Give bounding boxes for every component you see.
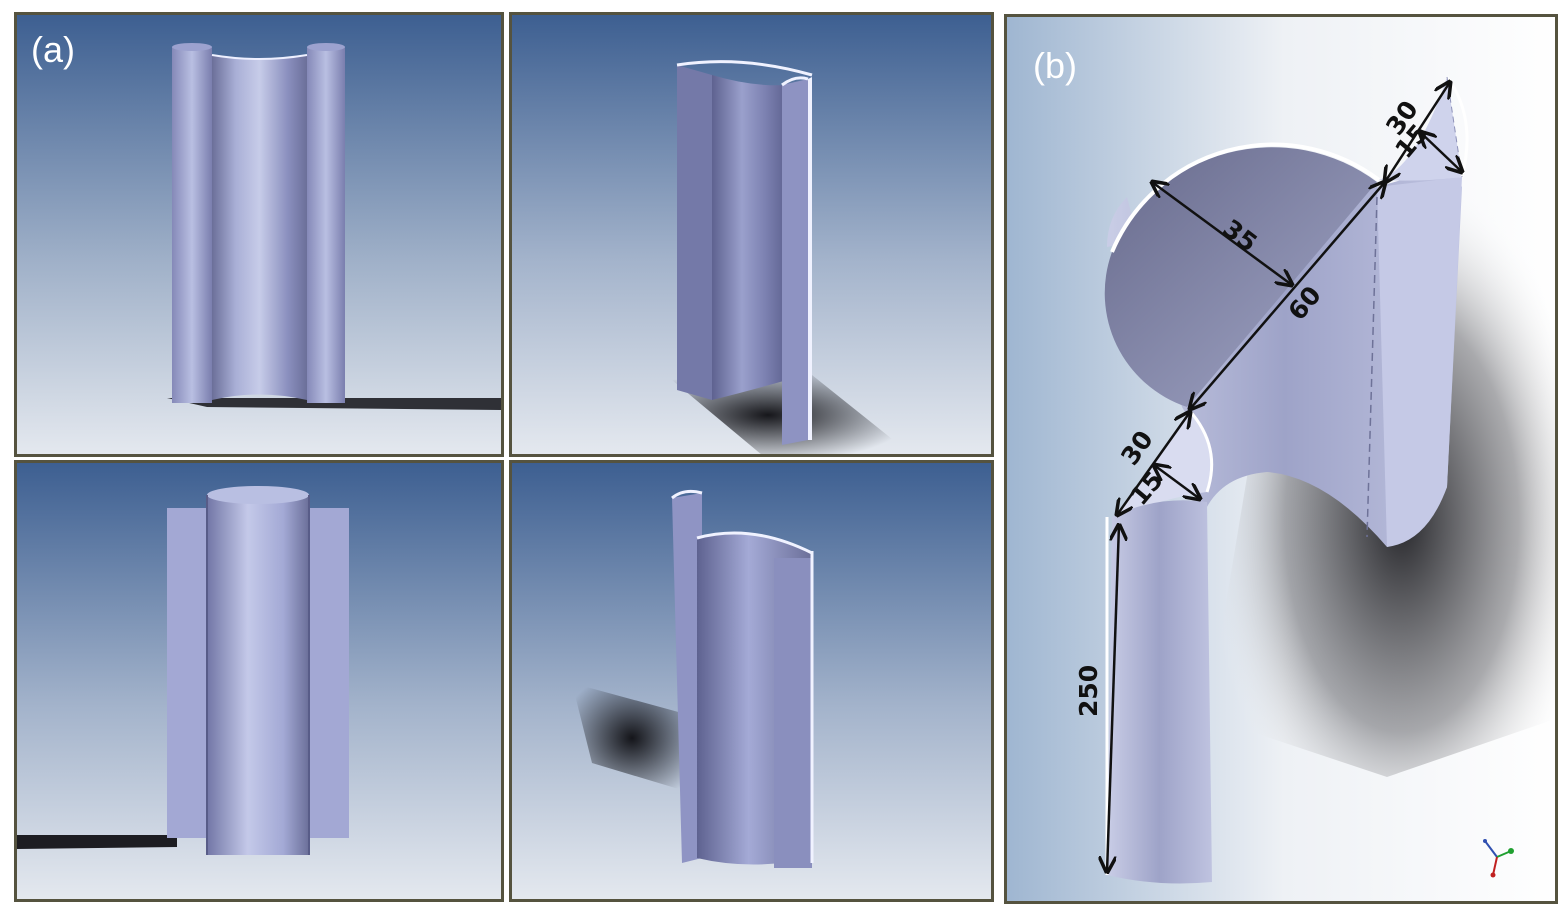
- view-panel-a-front: (a): [14, 12, 504, 457]
- back-view-graphic: [17, 463, 501, 899]
- panel-b-label: (b): [1033, 45, 1077, 86]
- iso-view-2-graphic: [512, 463, 991, 899]
- iso-view-1-graphic: [512, 15, 991, 454]
- view-panel-a-iso-1: [509, 12, 994, 457]
- view-panel-a-back: [14, 460, 504, 902]
- panel-a-label: (a): [31, 29, 75, 70]
- front-view-graphic: [17, 15, 501, 454]
- view-panel-a-iso-2: [509, 460, 994, 902]
- dim-250-label: 250: [1074, 665, 1103, 717]
- axis-triad-icon: [1483, 839, 1514, 878]
- dimension-panel-b: 35 60 30 15 30 15 250 (b): [1004, 14, 1558, 904]
- dimensioned-part-graphic: 35 60 30 15 30 15 250: [1007, 17, 1555, 901]
